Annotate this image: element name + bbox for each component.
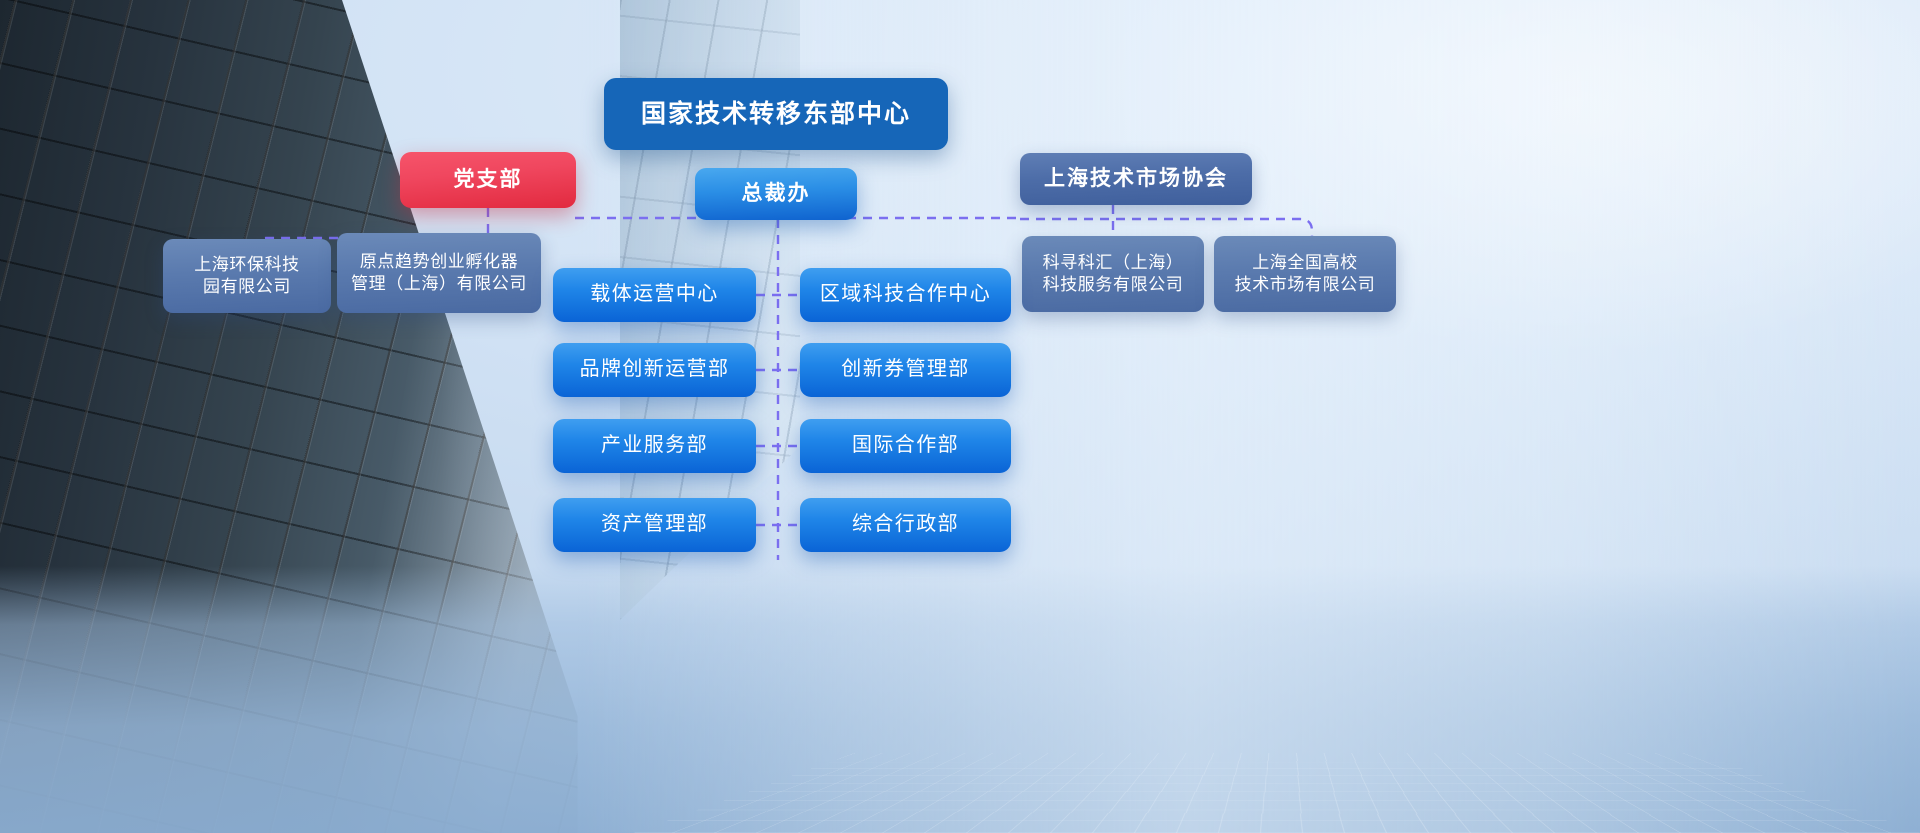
node-department-left-4[interactable]: 资产管理部 bbox=[553, 498, 756, 552]
node-party-branch[interactable]: 党支部 bbox=[400, 152, 576, 208]
node-department-right-4[interactable]: 综合行政部 bbox=[800, 498, 1011, 552]
node-department-left-2[interactable]: 品牌创新运营部 bbox=[553, 343, 756, 397]
node-subsidiary-left-1[interactable]: 上海环保科技 园有限公司 bbox=[163, 239, 331, 313]
node-department-right-1[interactable]: 区域科技合作中心 bbox=[800, 268, 1011, 322]
node-subsidiary-right-1[interactable]: 科寻科汇（上海） 科技服务有限公司 bbox=[1022, 236, 1204, 312]
node-department-left-3[interactable]: 产业服务部 bbox=[553, 419, 756, 473]
plaza-floor-grid bbox=[633, 753, 1920, 833]
node-department-right-3[interactable]: 国际合作部 bbox=[800, 419, 1011, 473]
node-association[interactable]: 上海技术市场协会 bbox=[1020, 153, 1252, 205]
node-subsidiary-left-2[interactable]: 原点趋势创业孵化器 管理（上海）有限公司 bbox=[337, 233, 541, 313]
node-root[interactable]: 国家技术转移东部中心 bbox=[604, 78, 948, 150]
node-department-right-2[interactable]: 创新券管理部 bbox=[800, 343, 1011, 397]
node-president-office[interactable]: 总裁办 bbox=[695, 168, 857, 220]
node-department-left-1[interactable]: 载体运营中心 bbox=[553, 268, 756, 322]
node-subsidiary-right-2[interactable]: 上海全国高校 技术市场有限公司 bbox=[1214, 236, 1396, 312]
